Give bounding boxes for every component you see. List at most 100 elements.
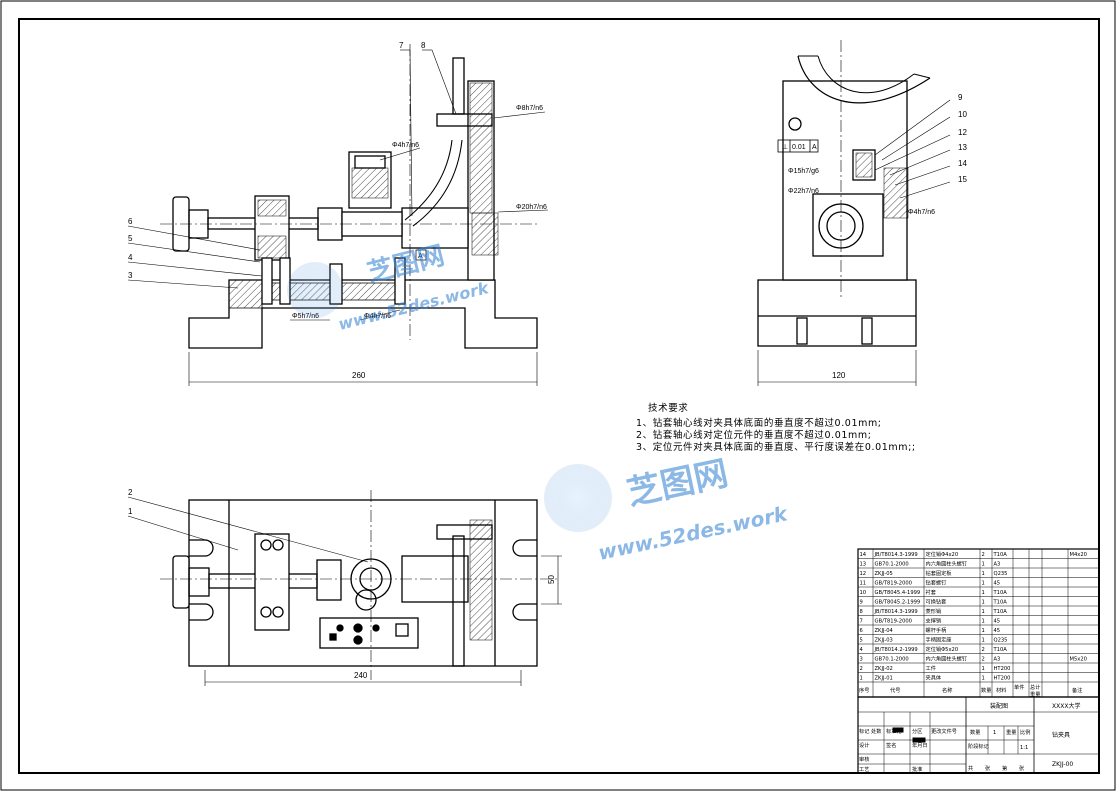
parts-cell-code: JB/T8014.3-1999 (874, 609, 918, 615)
side-width-dimension: 120 (832, 371, 846, 380)
parts-cell-material: HT200 (994, 666, 1011, 672)
parts-cell-qty: 2 (982, 552, 985, 558)
fit-pin-upper: Φ4h7/n6 (392, 142, 419, 149)
label-approve: 批准 (912, 765, 922, 773)
parts-cell-no: 13 (860, 562, 867, 568)
parts-cell-code: GB/T819-2000 (875, 581, 912, 587)
notes-heading: 技术要求 (648, 402, 688, 414)
stage-mark: 阶段标记 (968, 742, 989, 750)
watermark-globe-icon (287, 262, 343, 318)
side-view (757, 40, 951, 386)
fit-base-right: Φ4h7/n6 (364, 313, 391, 320)
parts-cell-no: 5 (860, 638, 863, 644)
top-height-dimension: 50 (547, 575, 556, 584)
label-sheet: 张 (985, 764, 991, 772)
front-width-dimension: 260 (352, 371, 366, 380)
balloon-front-1: 8 (421, 41, 426, 50)
parts-cell-qty: 1 (982, 628, 985, 634)
tolerance-value: 0.01 (792, 144, 806, 151)
label-review: 审核 (859, 755, 869, 763)
label-zhang: 张 (1019, 764, 1025, 772)
drawing-name: 装配图 (990, 702, 1008, 710)
parts-header-name: 名称 (942, 686, 952, 694)
parts-cell-qty: 2 (982, 647, 985, 653)
parts-cell-name: 工件 (926, 664, 936, 672)
parts-cell-qty: 1 (982, 638, 985, 644)
balloon-side-4: 14 (958, 159, 967, 168)
parts-cell-no: 2 (860, 666, 863, 672)
parts-cell-no: 12 (860, 571, 867, 577)
parts-cell-material: 45 (994, 628, 1001, 634)
label-process: 工艺 (859, 766, 869, 773)
fit-support: Φ20h7/n6 (516, 204, 547, 211)
parts-cell-name: 定位销Φ5x20 (926, 645, 959, 653)
parts-cell-qty: 1 (982, 666, 985, 672)
parts-cell-material: Q235 (994, 571, 1008, 577)
parts-cell-no: 6 (860, 628, 863, 634)
label-page: 第 (1002, 764, 1007, 772)
parts-cell-qty: 1 (982, 581, 985, 587)
school-name: XXXX大学 (1052, 702, 1080, 710)
inner-frame (18, 18, 1100, 774)
parts-cell-name: 内六角圆柱头螺钉 (926, 560, 968, 568)
balloon-side-2: 12 (958, 128, 967, 137)
balloon-side-3: 13 (958, 143, 967, 152)
label-change: 更改文件号 (931, 727, 957, 735)
parts-cell-code: ZKJJ-05 (875, 571, 893, 577)
parts-cell-qty: 1 (982, 609, 985, 615)
parts-cell-code: ZKJJ-01 (875, 676, 893, 682)
parts-cell-no: 7 (860, 619, 863, 625)
notes-item-1: 1、钻套轴心线对夹具体底面的垂直度不超过0.01mm; (636, 417, 882, 429)
parts-cell-name: 钻套固定板 (926, 569, 953, 577)
label-std: 标准化 (886, 727, 902, 735)
balloon-front-2: 6 (128, 217, 133, 226)
fit-side-pin: Φ4h7/n6 (908, 209, 935, 216)
balloon-front-5: 3 (128, 271, 133, 280)
parts-cell-code: ZKJJ-04 (875, 628, 894, 634)
balloon-side-1: 10 (958, 110, 967, 119)
balloon-front-4: 4 (128, 253, 133, 262)
label-zone: 分区 (912, 727, 922, 735)
balloon-front-3: 5 (128, 234, 133, 243)
parts-header-unit-weight: 单件 (1014, 683, 1024, 691)
parts-cell-name: 螺杆手柄 (926, 626, 947, 634)
parts-cell-name: 夹具体 (926, 674, 942, 682)
parts-cell-no: 4 (860, 647, 864, 653)
parts-cell-material: T10A (993, 590, 1008, 596)
parts-cell-name: 定位销Φ4x20 (926, 550, 959, 558)
parts-cell-note: M5x20 (1070, 657, 1087, 663)
parts-cell-material: T10A (993, 609, 1008, 615)
parts-cell-code: GB70.1-2000 (875, 562, 909, 568)
parts-header-material: 材料 (996, 686, 1006, 694)
parts-cell-no: 9 (860, 600, 863, 606)
notes-item-3: 3、定位元件对夹具体底面的垂直度、平行度误差在0.01mm;; (636, 441, 916, 453)
parts-list (857, 548, 1100, 698)
label-scale: 比例 (1020, 728, 1030, 736)
watermark-globe-icon (544, 464, 612, 532)
parts-cell-material: A3 (994, 562, 1001, 568)
parts-cell-no: 3 (860, 657, 863, 663)
parts-cell-name: 菱形销 (926, 607, 942, 615)
parts-row: 6 ZKJJ-04 螺杆手柄 1 45 (860, 626, 1001, 634)
parts-cell-no: 11 (860, 581, 867, 587)
label-qty: 数量 (970, 728, 980, 736)
fit-side-15: Φ15h7/g6 (788, 168, 819, 175)
parts-cell-name: 手柄固定座 (926, 636, 952, 644)
tolerance-symbol: ⊥ (782, 144, 788, 151)
balloon-side-5: 15 (958, 175, 967, 184)
front-view (127, 44, 549, 386)
parts-cell-qty: 1 (982, 590, 985, 596)
scale-value: 1:1 (1020, 745, 1028, 751)
parts-cell-material: T10A (993, 647, 1008, 653)
parts-cell-name: 内六角圆柱头螺钉 (926, 655, 968, 663)
